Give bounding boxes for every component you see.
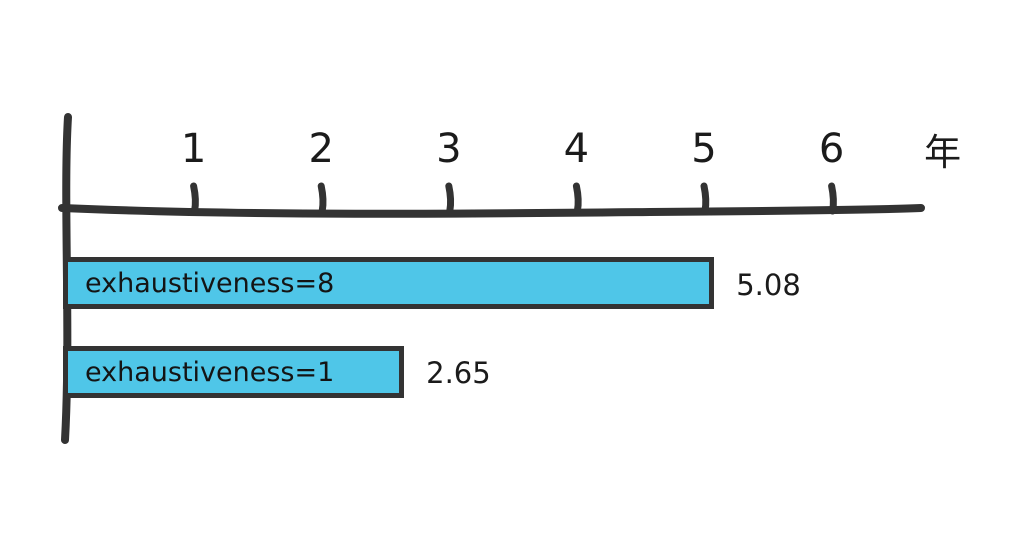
bar-exhaustiveness-8: exhaustiveness=8: [63, 257, 715, 309]
axis-tick-label-1: 1: [180, 126, 207, 172]
axis-tick-6: [828, 182, 837, 215]
axis-tick-label-3: 3: [436, 126, 462, 172]
axis-tick-label-4: 4: [563, 126, 590, 172]
axis-tick-3: [445, 182, 455, 215]
axis-tick-5: [700, 182, 710, 215]
axis-tick-label-2: 2: [308, 126, 334, 172]
axis-ticks: [190, 182, 837, 215]
bar-category-label: exhaustiveness=1: [85, 356, 335, 388]
axis-tick-4: [572, 182, 582, 215]
axis-tick-label-5: 5: [691, 126, 717, 172]
bar-exhaustiveness-1: exhaustiveness=1: [63, 346, 405, 398]
bar-value-label: 2.65: [426, 356, 491, 390]
x-axis-line: [58, 204, 925, 218]
axis-tick-2: [317, 182, 327, 215]
bar-value-label: 5.08: [736, 268, 801, 302]
axis-tick-label-6: 6: [818, 126, 845, 172]
bar-category-label: exhaustiveness=8: [85, 267, 335, 299]
axis-unit-label: 年: [924, 131, 962, 174]
axis-tick-1: [190, 182, 199, 215]
